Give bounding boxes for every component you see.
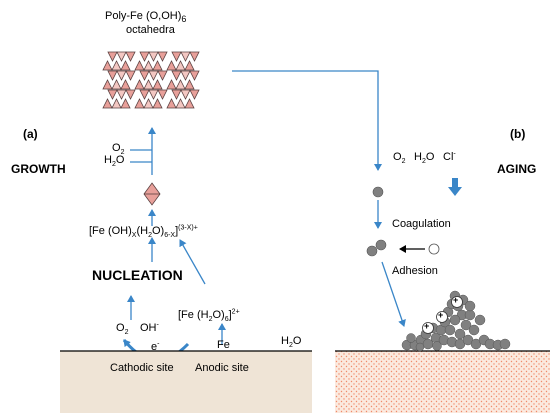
- charge-markers: [422, 296, 463, 334]
- deposit-cluster: [401, 290, 511, 352]
- anodic-site-label: Anodic site: [195, 362, 249, 374]
- transfer-arrow: [232, 70, 382, 171]
- oh-cathodic: OH-: [140, 321, 159, 334]
- substrate-left: [60, 351, 312, 413]
- aging-label: AGING: [497, 162, 537, 176]
- electron-label: e-: [151, 340, 160, 353]
- poly-title: Poly-Fe (O,OH)6: [105, 10, 187, 25]
- particle-white: [428, 243, 440, 255]
- particle-pair-a: [366, 245, 378, 257]
- h2o-left: H2O: [104, 154, 125, 169]
- particle-pair-b: [375, 239, 387, 251]
- o2-cathodic: O2: [116, 322, 129, 337]
- coagulation-label: Coagulation: [392, 218, 451, 230]
- poly-subtitle: octahedra: [126, 24, 175, 36]
- plus-marker-3: +: [453, 295, 459, 305]
- fe-complex: [Fe (OH)X(H2O)6-X](3-X)+: [89, 224, 198, 240]
- fe-label: Fe: [217, 339, 230, 351]
- octahedra-lattice: [102, 51, 200, 109]
- fe-hexaaqua: [Fe (H2O)6]2+: [178, 308, 240, 324]
- o2-left: O2: [112, 142, 125, 157]
- panel-a-label: (a): [23, 127, 38, 141]
- cathodic-site-label: Cathodic site: [110, 362, 174, 374]
- o2-right: O2: [393, 151, 406, 166]
- substrate-right: [335, 351, 550, 413]
- particle-single: [372, 186, 384, 198]
- h2o-surface: H2O: [281, 335, 302, 350]
- plus-marker-2: +: [438, 310, 444, 320]
- thick-down-arrow: [448, 178, 462, 196]
- cl-right: Cl-: [443, 150, 456, 163]
- adhesion-label: Adhesion: [392, 265, 438, 277]
- growth-label: GROWTH: [11, 162, 66, 176]
- h2o-right: H2O: [414, 151, 435, 166]
- plus-marker-1: +: [424, 321, 430, 331]
- panel-b-label: (b): [510, 127, 526, 141]
- nucleation-label: NUCLEATION: [92, 267, 183, 283]
- arrow-to-deposit: [381, 261, 406, 327]
- arrow-hexaaqua-up: [179, 239, 206, 285]
